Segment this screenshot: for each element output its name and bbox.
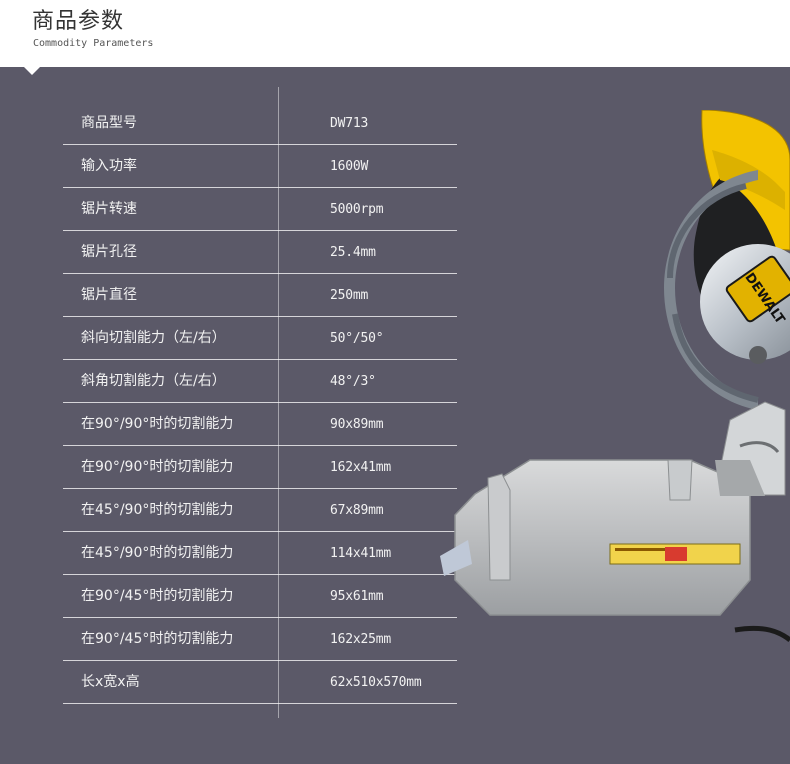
table-cell-label: 在45°/90°时的切割能力 — [81, 545, 234, 561]
page-subtitle: Commodity Parameters — [33, 38, 154, 49]
table-cell-label: 输入功率 — [81, 158, 137, 174]
table-cell-label: 锯片转速 — [81, 201, 137, 217]
table-cell-label: 在90°/90°时的切割能力 — [81, 459, 234, 475]
page-title: 商品参数 — [32, 9, 125, 34]
table-row: 斜向切割能力（左/右） 50°/50° — [63, 317, 457, 360]
table-cell-label: 在45°/90°时的切割能力 — [81, 502, 234, 518]
table-row: 在45°/90°时的切割能力 67x89mm — [63, 489, 457, 532]
table-cell-value: 114x41mm — [330, 546, 392, 561]
table-cell-label: 在90°/45°时的切割能力 — [81, 588, 234, 604]
table-cell-value: 62x510x570mm — [330, 675, 422, 690]
table-row: 在90°/90°时的切割能力 90x89mm — [63, 403, 457, 446]
page-header: 商品参数 Commodity Parameters — [0, 0, 790, 67]
table-cell-value: DW713 — [330, 116, 369, 131]
table-cell-label: 锯片直径 — [81, 287, 137, 303]
table-cell-value: 48°/3° — [330, 374, 376, 389]
table-cell-value: 250mm — [330, 288, 369, 303]
table-row: 长x宽x高 62x510x570mm — [63, 661, 457, 704]
table-cell-value: 67x89mm — [330, 503, 384, 518]
table-cell-label: 锯片孔径 — [81, 244, 137, 260]
table-cell-value: 1600W — [330, 159, 369, 174]
table-row: 在90°/90°时的切割能力 162x41mm — [63, 446, 457, 489]
table-row: 斜角切割能力（左/右） 48°/3° — [63, 360, 457, 403]
parameters-panel — [0, 67, 790, 764]
table-cell-value: 162x25mm — [330, 632, 392, 647]
table-row: 锯片转速 5000rpm — [63, 188, 457, 231]
table-cell-value: 50°/50° — [330, 331, 384, 346]
table-cell-label: 在90°/45°时的切割能力 — [81, 631, 234, 647]
table-cell-value: 90x89mm — [330, 417, 384, 432]
table-cell-value: 5000rpm — [330, 202, 384, 217]
table-row: 锯片孔径 25.4mm — [63, 231, 457, 274]
table-cell-label: 斜向切割能力（左/右） — [81, 330, 226, 346]
table-cell-label: 在90°/90°时的切割能力 — [81, 416, 234, 432]
table-row: 输入功率 1600W — [63, 145, 457, 188]
table-cell-label: 长x宽x高 — [81, 674, 140, 690]
header-notch — [24, 67, 40, 75]
table-row: 在45°/90°时的切割能力 114x41mm — [63, 532, 457, 575]
table-row: 商品型号 DW713 — [63, 102, 457, 145]
table-cell-value: 25.4mm — [330, 245, 376, 260]
table-cell-label: 斜角切割能力（左/右） — [81, 373, 226, 389]
table-cell-value: 162x41mm — [330, 460, 392, 475]
miter-saw-image: DEWALT — [440, 110, 790, 642]
table-cell-label: 商品型号 — [81, 115, 137, 131]
table-row: 在90°/45°时的切割能力 95x61mm — [63, 575, 457, 618]
table-row: 锯片直径 250mm — [63, 274, 457, 317]
table-row: 在90°/45°时的切割能力 162x25mm — [63, 618, 457, 661]
table-cell-value: 95x61mm — [330, 589, 384, 604]
specification-table: 商品型号 DW713 输入功率 1600W 锯片转速 5000rpm 锯片孔径 … — [63, 87, 457, 718]
